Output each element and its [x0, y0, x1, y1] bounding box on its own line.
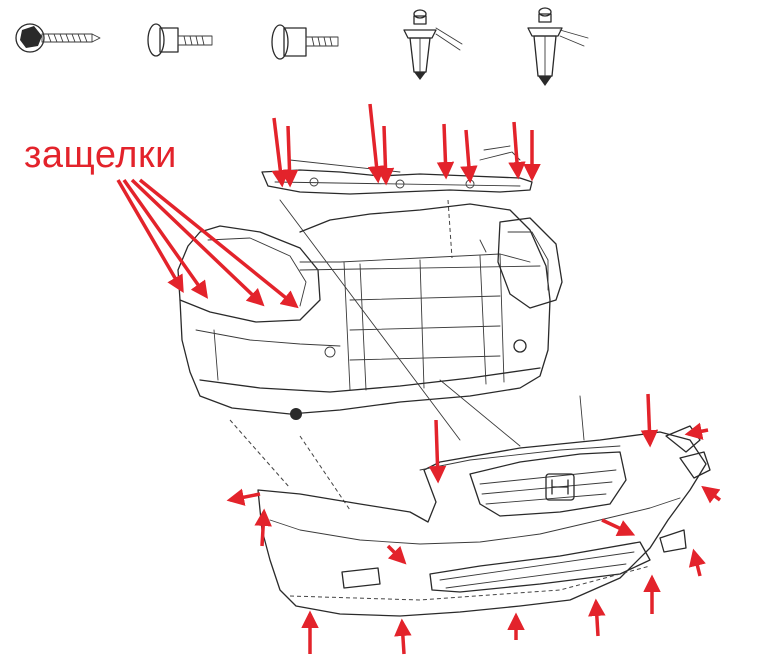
- bumper-fastener-arrows: [226, 393, 722, 655]
- fastener-push-clip-4-icon: [403, 9, 463, 80]
- clip-pointer-arrows: [116, 178, 299, 309]
- fastener-flange-bolt-2-icon: [147, 23, 213, 57]
- front-structure: [177, 159, 563, 441]
- fastener-bolt-1-icon: [15, 23, 101, 53]
- alignment-leader-lines: [229, 199, 585, 511]
- bracket-fastener-arrows: [271, 103, 541, 188]
- fastener-push-clip-5-icon: [527, 7, 589, 86]
- front-bumper: [257, 425, 711, 617]
- fastener-flange-bolt-3-icon: [271, 24, 339, 60]
- upper-bracket: [261, 145, 533, 195]
- clips-label: защелки: [24, 134, 177, 176]
